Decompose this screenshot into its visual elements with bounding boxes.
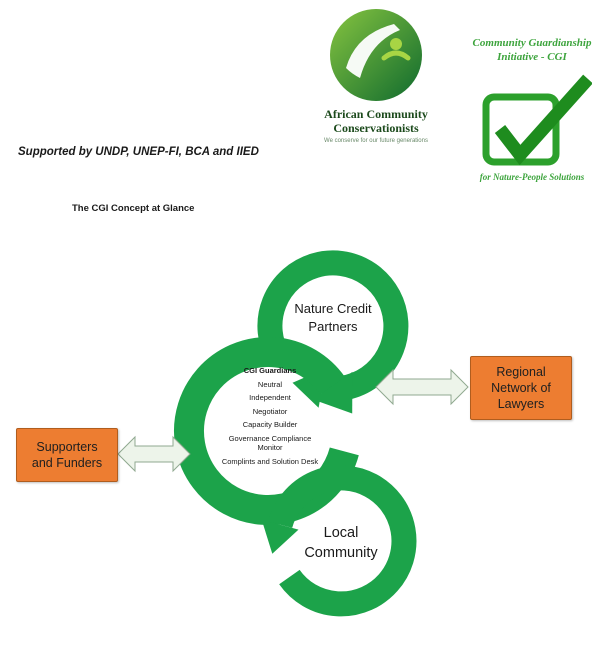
top-circle-label-line2: Partners <box>308 319 358 335</box>
top-circle-label: Nature Credit Partners <box>273 300 393 336</box>
person-arms-icon <box>381 50 411 61</box>
bottom-circle-arrow <box>268 465 417 617</box>
bottom-circle-label-line1: Local <box>323 525 359 541</box>
logo-circle <box>330 9 422 101</box>
center-item: Governance Compliance Monitor <box>228 433 312 453</box>
leaf-swoosh-icon <box>346 24 400 78</box>
acc-logo-name-line2: Conservationists <box>333 120 419 135</box>
top-circle-arrow <box>257 250 409 402</box>
person-head-icon <box>390 38 402 50</box>
left-connector-arrow-icon <box>117 435 191 473</box>
right-box-line2: Network of <box>491 380 551 395</box>
right-connector-arrow-icon <box>375 368 469 406</box>
acc-logo-mark-icon <box>330 9 422 101</box>
right-box-line1: Regional <box>496 364 546 379</box>
bottom-circle-arrowhead-icon <box>261 519 299 554</box>
center-heading: CGI Guardians <box>243 366 297 375</box>
center-text: CGI Guardians Neutral Independent Negoti… <box>220 366 320 470</box>
cgi-script-line2: Initiative - CGI <box>497 51 567 64</box>
cgi-tagline: for Nature-People Solutions <box>479 171 585 182</box>
acc-logo-name: African Community Conservationists <box>296 107 456 136</box>
acc-logo: African Community Conservationists We co… <box>296 6 456 144</box>
center-item: Neutral <box>257 379 283 389</box>
left-box-line1: Supporters <box>36 439 98 454</box>
center-item: Negotiator <box>252 406 288 416</box>
cgi-logo: Community Guardianship Initiative - CGI … <box>458 36 606 182</box>
top-circle-label-line1: Nature Credit <box>294 301 372 316</box>
right-box-line3: Lawyers <box>497 397 545 412</box>
acc-logo-name-line1: African Community <box>324 107 428 121</box>
check-mark <box>494 74 592 165</box>
cgi-script-line1: Community Guardianship <box>472 37 592 49</box>
center-item: Capacity Builder <box>242 420 298 429</box>
bottom-circle-label: Local Community <box>281 524 401 563</box>
diagram-title: The CGI Concept at Glance <box>72 203 195 214</box>
cgi-check-icon <box>482 74 592 166</box>
regional-lawyers-box: Regional Network of Lawyers <box>470 356 572 420</box>
center-item: Independent <box>249 393 291 402</box>
bottom-circle-label-line2: Community <box>304 544 378 561</box>
middle-circle-arrowhead-icon <box>313 371 353 414</box>
center-item: Complints and Solution Desk <box>221 456 319 466</box>
acc-logo-tagline: We conserve for our future generations <box>324 137 428 144</box>
cgi-script-text: Community Guardianship Initiative - CGI <box>458 36 606 65</box>
supported-by-text: Supported by UNDP, UNEP-FI, BCA and IIED <box>18 146 259 158</box>
supporters-funders-box: Supporters and Funders <box>16 428 118 482</box>
left-box-line2: and Funders <box>31 456 103 470</box>
